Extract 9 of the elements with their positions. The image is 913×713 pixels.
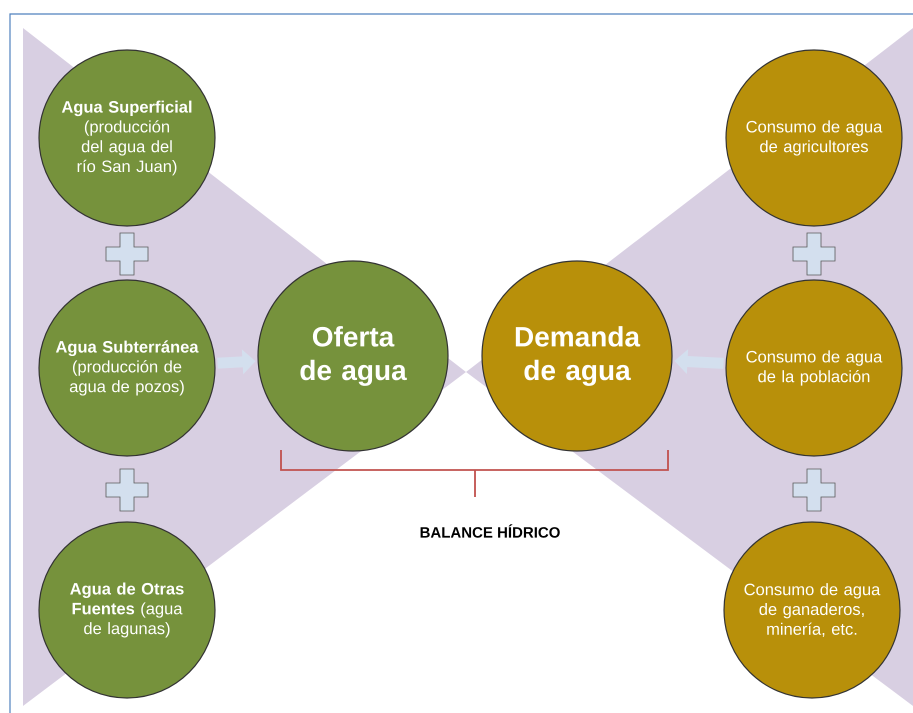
circle-node: Oferta de agua — [257, 260, 449, 452]
circle-node: Demanda de agua — [481, 260, 673, 452]
circle-node: Agua Subterránea (producción de agua de pozos) — [38, 279, 216, 457]
circle-node: Consumo de agua de agricultores — [725, 49, 903, 227]
caption-label: BALANCE HÍDRICO — [420, 524, 560, 538]
circle-node: Consumo de agua de ganaderos, minería, etc. — [723, 521, 901, 699]
circle-node: Agua Superficial (producción del agua del río San Juan) — [38, 49, 216, 227]
circle-node: Consumo de agua de la población — [725, 279, 903, 457]
circle-node: Agua de Otras Fuentes (agua de lagunas) — [38, 521, 216, 699]
